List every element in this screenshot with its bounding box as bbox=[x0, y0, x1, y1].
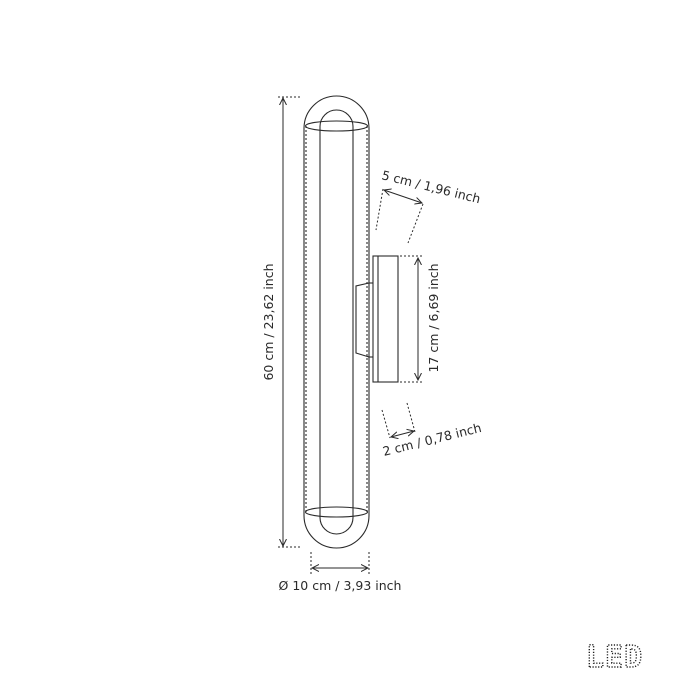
diameter-label: Ø 10 cm / 3,93 inch bbox=[279, 578, 402, 593]
depth-label: 5 cm / 1,96 inch bbox=[380, 167, 482, 206]
wall-mount bbox=[355, 255, 399, 383]
height-dimension bbox=[278, 96, 302, 548]
lamp-body bbox=[303, 95, 370, 549]
diameter-dimension bbox=[310, 552, 370, 574]
mount-depth-label: 2 cm / 0,78 inch bbox=[381, 420, 483, 459]
depth-dimension bbox=[375, 189, 424, 244]
height-label: 60 cm / 23,62 inch bbox=[261, 263, 276, 380]
mount-depth-dimension bbox=[381, 402, 416, 438]
mount-height-dimension bbox=[400, 255, 424, 383]
led-badge: LED bbox=[586, 640, 643, 675]
mount-height-label: 17 cm / 6,69 inch bbox=[426, 263, 441, 372]
